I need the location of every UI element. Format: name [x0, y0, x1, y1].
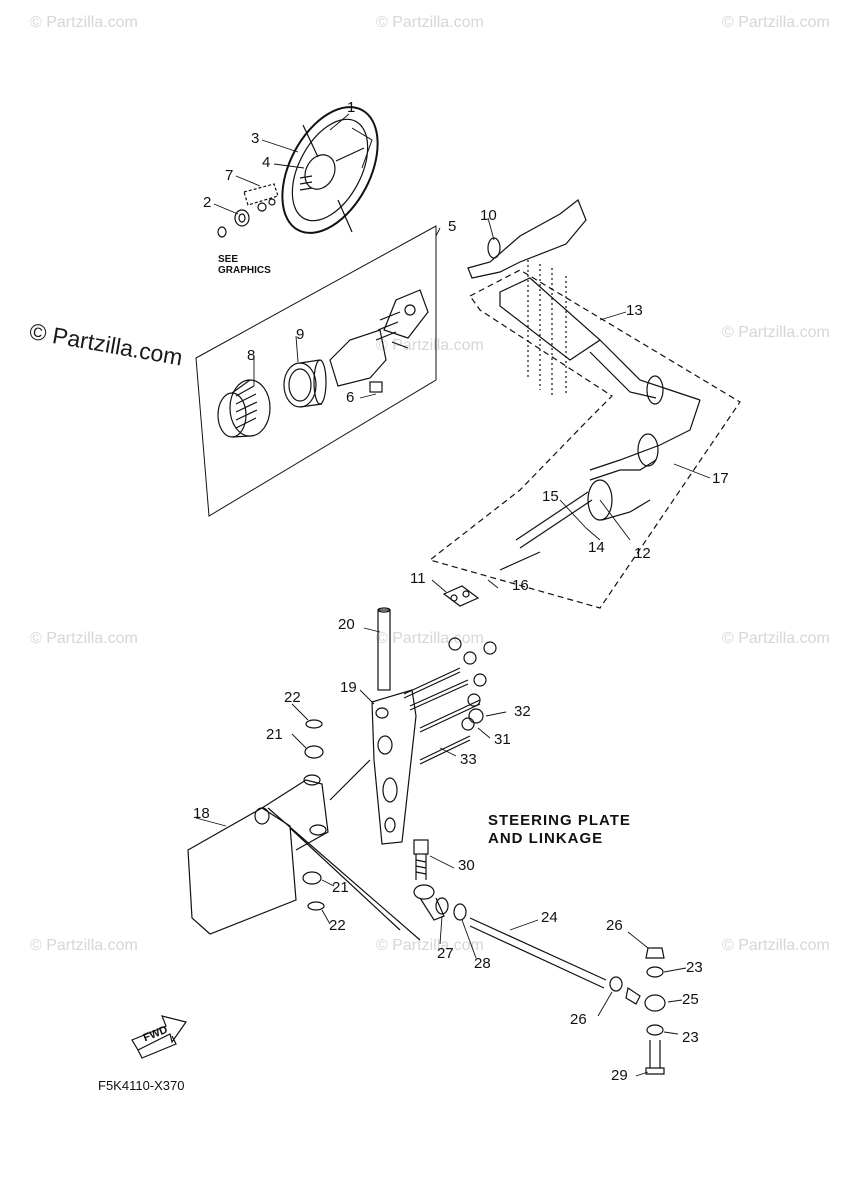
parts-21-22-washers [302, 719, 325, 911]
watermark: © Partzilla.com [376, 630, 484, 647]
callout-30: 30 [458, 857, 475, 874]
callout-8: 8 [247, 347, 256, 364]
callout-13: 13 [626, 302, 643, 319]
callout-29: 29 [611, 1067, 628, 1084]
part-9-ring [283, 359, 327, 408]
callout-5: 5 [448, 218, 457, 235]
part-11-connector [442, 585, 480, 607]
diagram-title-line1: STEERING PLATE [488, 812, 631, 829]
leader-lines [195, 113, 711, 1077]
part-10-cable-head [467, 199, 587, 279]
part-13-cable-assembly [499, 260, 701, 571]
part-28-nut [453, 903, 467, 921]
part-27-rod-end [413, 884, 449, 921]
part-24-rod [469, 917, 607, 989]
callout-23b: 23 [682, 1029, 699, 1046]
part-8-drum [217, 379, 271, 438]
fwd-arrow [131, 1015, 187, 1059]
callout-32: 32 [514, 703, 531, 720]
nuts-and-washers [448, 637, 497, 731]
callout-4: 4 [262, 154, 271, 171]
watermark: © Partzilla.com [722, 630, 830, 647]
callout-19: 19 [340, 679, 357, 696]
watermark: © Partzilla.com [30, 630, 138, 647]
helm-assembly [329, 289, 429, 393]
part-18-plate [187, 759, 421, 941]
callout-12: 12 [634, 545, 651, 562]
callout-31: 31 [494, 731, 511, 748]
callout-21: 21 [266, 726, 283, 743]
callout-25: 25 [682, 991, 699, 1008]
watermark: © Partzilla.com [722, 14, 830, 31]
callout-22: 22 [284, 689, 301, 706]
callout-26b: 26 [570, 1011, 587, 1028]
callout-18: 18 [193, 805, 210, 822]
watermark: © Partzilla.com [30, 14, 138, 31]
callout-16: 16 [512, 577, 529, 594]
callout-23: 23 [686, 959, 703, 976]
drawing-code: F5K4110-X370 [98, 1078, 185, 1093]
callout-10: 10 [480, 207, 497, 224]
watermark: © Partzilla.com [722, 324, 830, 341]
see-graphics-note: SEE GRAPHICS [218, 254, 271, 276]
callout-27: 27 [437, 945, 454, 962]
part-13-dashed-enclosure [428, 269, 741, 609]
callout-7: 7 [225, 167, 234, 184]
part-20-shaft [377, 607, 391, 691]
see-graphics-line1: SEE [218, 254, 239, 265]
panel-5-outline [195, 225, 437, 517]
callout-2: 2 [203, 194, 212, 211]
part-33-studs [403, 667, 481, 765]
callout-17: 17 [712, 470, 729, 487]
callout-28: 28 [474, 955, 491, 972]
callout-15: 15 [542, 488, 559, 505]
callout-20: 20 [338, 616, 355, 633]
callout-9: 9 [296, 326, 305, 343]
callout-6: 6 [346, 389, 355, 406]
watermark: © Partzilla.com [376, 337, 484, 354]
part-25-rod-end [609, 947, 666, 1075]
watermark: © Partzilla.com [376, 14, 484, 31]
watermark: © Partzilla.com [30, 937, 138, 954]
callout-26: 26 [606, 917, 623, 934]
callout-22b: 22 [329, 917, 346, 934]
callout-24: 24 [541, 909, 558, 926]
wheel-hub-parts [217, 175, 313, 238]
steering-wheel [281, 106, 379, 234]
callout-1: 1 [347, 99, 356, 116]
see-graphics-line2: GRAPHICS [218, 265, 271, 276]
callout-3: 3 [251, 130, 260, 147]
callout-11: 11 [410, 570, 426, 587]
diagram-title-line2: AND LINKAGE [488, 830, 604, 847]
watermark: © Partzilla.com [722, 937, 830, 954]
callout-21b: 21 [332, 879, 349, 896]
callout-14: 14 [588, 539, 605, 556]
watermark: © Partzilla.com [376, 937, 484, 954]
part-30-bolt [413, 839, 429, 880]
callout-33: 33 [460, 751, 477, 768]
part-19-arm [371, 689, 417, 845]
